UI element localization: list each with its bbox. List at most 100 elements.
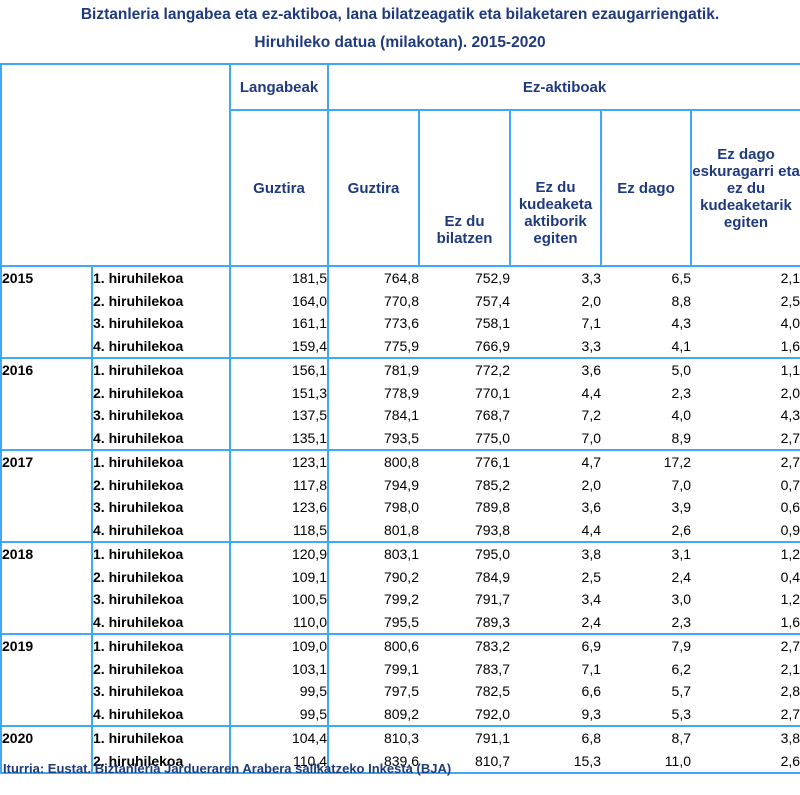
value-cell: 151,3 (230, 381, 329, 404)
quarter-cell: 1. hiruhilekoa (92, 449, 231, 474)
value-cell: 164,0 (230, 289, 329, 312)
value-cell: 2,7 (691, 702, 800, 726)
value-cell: 137,5 (230, 404, 329, 427)
value-cell: 778,9 (383, 384, 419, 401)
value-cell: 17,2 (601, 449, 691, 474)
quarter-cell: 1. hiruhilekoa (92, 265, 231, 290)
value-cell: 789,3 (474, 613, 510, 630)
value-cell: 2,0 (581, 292, 601, 309)
value-cell: 7,9 (601, 633, 691, 658)
quarter-cell: 4. hiruhilekoa (92, 702, 231, 726)
value-cell: 99,5 (230, 702, 329, 726)
value-cell: 5,0 (601, 357, 691, 382)
value-cell: 4,4 (581, 384, 601, 401)
quarter-cell: 4. hiruhilekoa (92, 334, 231, 358)
value-cell: 810,7 (419, 749, 510, 774)
year-cell: 2018 (0, 541, 93, 634)
value-cell: 1,1 (691, 357, 800, 382)
value-cell: 790,2 (383, 568, 419, 585)
value-cell: 776,1 (419, 449, 510, 474)
data-table: Langabeak Ez-aktiboak Guztira Guztira Ez… (0, 63, 800, 774)
value-cell: 100,5 (230, 588, 329, 611)
value-cell: 799,2 (383, 591, 419, 607)
value-cell: 3,8 (691, 725, 800, 750)
quarter-cell: 3. hiruhilekoa (92, 588, 231, 611)
value-cell: 6,9 (510, 633, 601, 658)
value-cell: 161,1 (230, 312, 329, 335)
value-cell: 2,3 (671, 384, 691, 401)
value-cell: 795,5 (383, 613, 419, 630)
value-cell: 773,6 (383, 315, 419, 331)
value-cell: 810,3 (328, 725, 419, 750)
value-cell: 3,9 (671, 499, 691, 515)
value-cell: 764,8 (328, 265, 419, 290)
value-cell: 3,4 (581, 591, 601, 607)
header-group-inactive: Ez-aktiboak (326, 63, 800, 111)
value-cell: 768,7 (474, 407, 510, 423)
value-cell: 781,9 (328, 357, 419, 382)
header-col-not-available: Ez dago (600, 109, 692, 267)
value-cell: 2,1 (691, 265, 800, 290)
header-col-not-seeking: Ez du bilatzen (418, 109, 511, 267)
value-cell: 789,8 (474, 499, 510, 515)
source-note: Iturria: Eustat. Biztanleria Jardueraren… (3, 761, 452, 776)
value-cell: 2,8 (691, 680, 800, 703)
value-cell: 2,3 (671, 613, 691, 630)
value-cell: 791,1 (419, 725, 510, 750)
value-cell: 797,5 (383, 683, 419, 699)
value-cell: 159,4 (230, 334, 329, 358)
value-cell: 8,7 (601, 725, 691, 750)
value-cell: 181,5 (230, 265, 329, 290)
value-cell: 4,3 (691, 404, 800, 427)
value-cell: 2,7 (691, 449, 800, 474)
value-cell: 770,1 (474, 384, 510, 401)
value-cell: 0,4 (691, 565, 800, 588)
value-cell: 4,0 (671, 407, 691, 423)
value-cell: 4,7 (510, 449, 601, 474)
value-cell: 1,6 (691, 334, 800, 358)
value-cell: 794,9 (383, 476, 419, 493)
quarter-cell: 3. hiruhilekoa (92, 404, 231, 427)
value-cell: 783,2 (419, 633, 510, 658)
value-cell: 117,8 (230, 473, 329, 496)
quarter-cell: 1. hiruhilekoa (92, 633, 231, 658)
value-cell: 809,2 (383, 705, 419, 722)
value-cell: 770,8 (383, 292, 419, 309)
value-cell: 2,0 (691, 381, 800, 404)
value-cell: 4,0 (691, 312, 800, 335)
quarter-cell: 2. hiruhilekoa (92, 381, 231, 404)
value-cell: 793,8 (474, 521, 510, 538)
value-cell: 2,6 (671, 521, 691, 538)
quarter-cell: 1. hiruhilekoa (92, 357, 231, 382)
value-cell: 757,4 (474, 292, 510, 309)
value-cell: 1,6 (691, 610, 800, 634)
value-cell: 5,3 (671, 705, 691, 722)
value-cell: 11,0 (601, 749, 691, 774)
header-col-inactive-total: Guztira (327, 109, 420, 267)
quarter-cell: 4. hiruhilekoa (92, 610, 231, 634)
quarter-cell: 2. hiruhilekoa (92, 473, 231, 496)
quarter-cell: 4. hiruhilekoa (92, 426, 231, 450)
value-cell: 792,0 (474, 705, 510, 722)
value-cell: 758,1 (474, 315, 510, 331)
value-cell: 775,0 (474, 429, 510, 446)
value-cell: 3,0 (671, 591, 691, 607)
header-col-no-active-steps: Ez du kudeaketa aktiborik egiten (509, 109, 602, 267)
value-cell: 2,7 (691, 633, 800, 658)
